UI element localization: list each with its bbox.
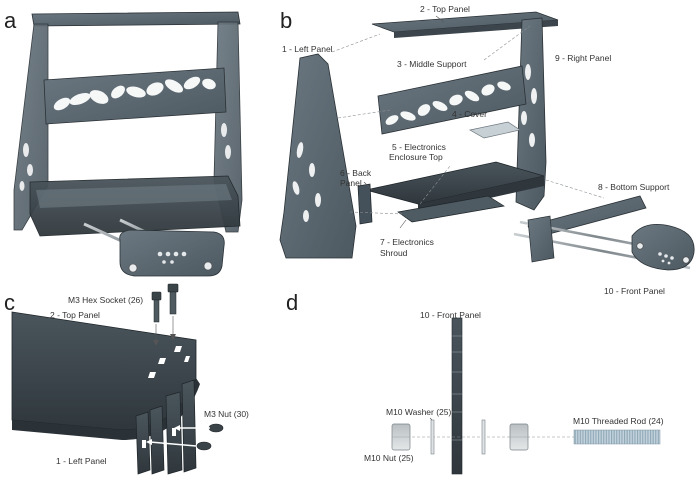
b-front-logo <box>658 252 674 265</box>
b-electronics-shroud <box>397 195 505 223</box>
a-top-panel <box>31 11 241 27</box>
c-slots <box>148 346 190 378</box>
label-b-enclosure-top-2: Enclosure Top <box>389 152 443 162</box>
label-d-washer: M10 Washer (25) <box>386 407 452 417</box>
b-left-cutouts <box>292 142 321 222</box>
labels-c: M3 Hex Socket (26) 2 - Top Panel M3 Nut … <box>50 295 249 466</box>
panel-d <box>391 317 661 475</box>
label-c-left-panel: 1 - Left Panel <box>56 456 107 466</box>
label-b-top-panel: 2 - Top Panel <box>420 4 470 14</box>
labels-d: 10 - Front Panel M10 Washer (25) M10 Thr… <box>364 310 664 463</box>
panel-b <box>279 11 695 271</box>
b-middle-cutouts <box>385 81 511 125</box>
label-b-shroud-1: 7 - Electronics <box>380 237 434 247</box>
b-right-panel <box>515 17 547 211</box>
label-b-left-panel: 1 - Left Panel <box>282 44 333 54</box>
label-b-shroud-2: Shroud <box>380 248 408 258</box>
label-c-hex-socket: M3 Hex Socket (26) <box>68 295 143 305</box>
label-b-back-panel-2: Panel <box>340 178 362 188</box>
b-cover <box>469 121 521 139</box>
label-b-back-panel-1: 6 - Back <box>340 168 372 178</box>
label-c-top-panel: 2 - Top Panel <box>50 310 100 320</box>
panel-c <box>11 283 224 475</box>
c-m3-nuts <box>146 423 224 451</box>
d-front-panel <box>451 317 463 475</box>
a-enclosure-top <box>36 184 232 208</box>
labels-b: 2 - Top Panel 1 - Left Panel 3 - Middle … <box>282 4 670 296</box>
b-right-cutouts <box>521 64 537 147</box>
a-front-panel <box>119 229 225 277</box>
panel-a <box>13 11 243 277</box>
b-back-panel <box>357 183 373 225</box>
panel-label-a: a <box>4 8 17 33</box>
d-front-panel-marks <box>452 335 462 441</box>
panel-label-b: b <box>280 8 292 33</box>
d-right-washer <box>481 419 486 455</box>
label-c-nut: M3 Nut (30) <box>204 409 249 419</box>
label-b-front-panel: 10 - Front Panel <box>604 286 665 296</box>
label-d-nut: M10 Nut (25) <box>364 453 414 463</box>
label-d-threaded-rod: M10 Threaded Rod (24) <box>573 416 664 426</box>
label-b-bottom-support: 8 - Bottom Support <box>598 182 670 192</box>
label-d-front-panel: 10 - Front Panel <box>420 310 481 320</box>
label-b-right-panel: 9 - Right Panel <box>555 53 611 63</box>
d-left-washer <box>430 419 435 455</box>
c-left-panel <box>135 379 197 475</box>
panel-label-c: c <box>4 290 15 315</box>
b-front-panel <box>631 223 695 271</box>
label-b-middle-support: 3 - Middle Support <box>397 59 467 69</box>
label-b-cover: 4 - Cover <box>452 109 487 119</box>
b-bottom-left-end <box>527 215 555 263</box>
c-hex-socket-bolts <box>151 283 179 346</box>
b-left-panel <box>279 53 357 259</box>
a-front-logo <box>157 251 187 264</box>
panel-letters: a b c d <box>4 8 298 315</box>
panel-label-d: d <box>286 290 298 315</box>
d-threaded-rod <box>573 429 661 445</box>
a-side-cutouts <box>19 123 231 191</box>
a-left-panel <box>13 23 49 231</box>
a-middle-support-cutouts <box>53 76 216 111</box>
label-b-enclosure-top-1: 5 - Electronics <box>392 142 446 152</box>
